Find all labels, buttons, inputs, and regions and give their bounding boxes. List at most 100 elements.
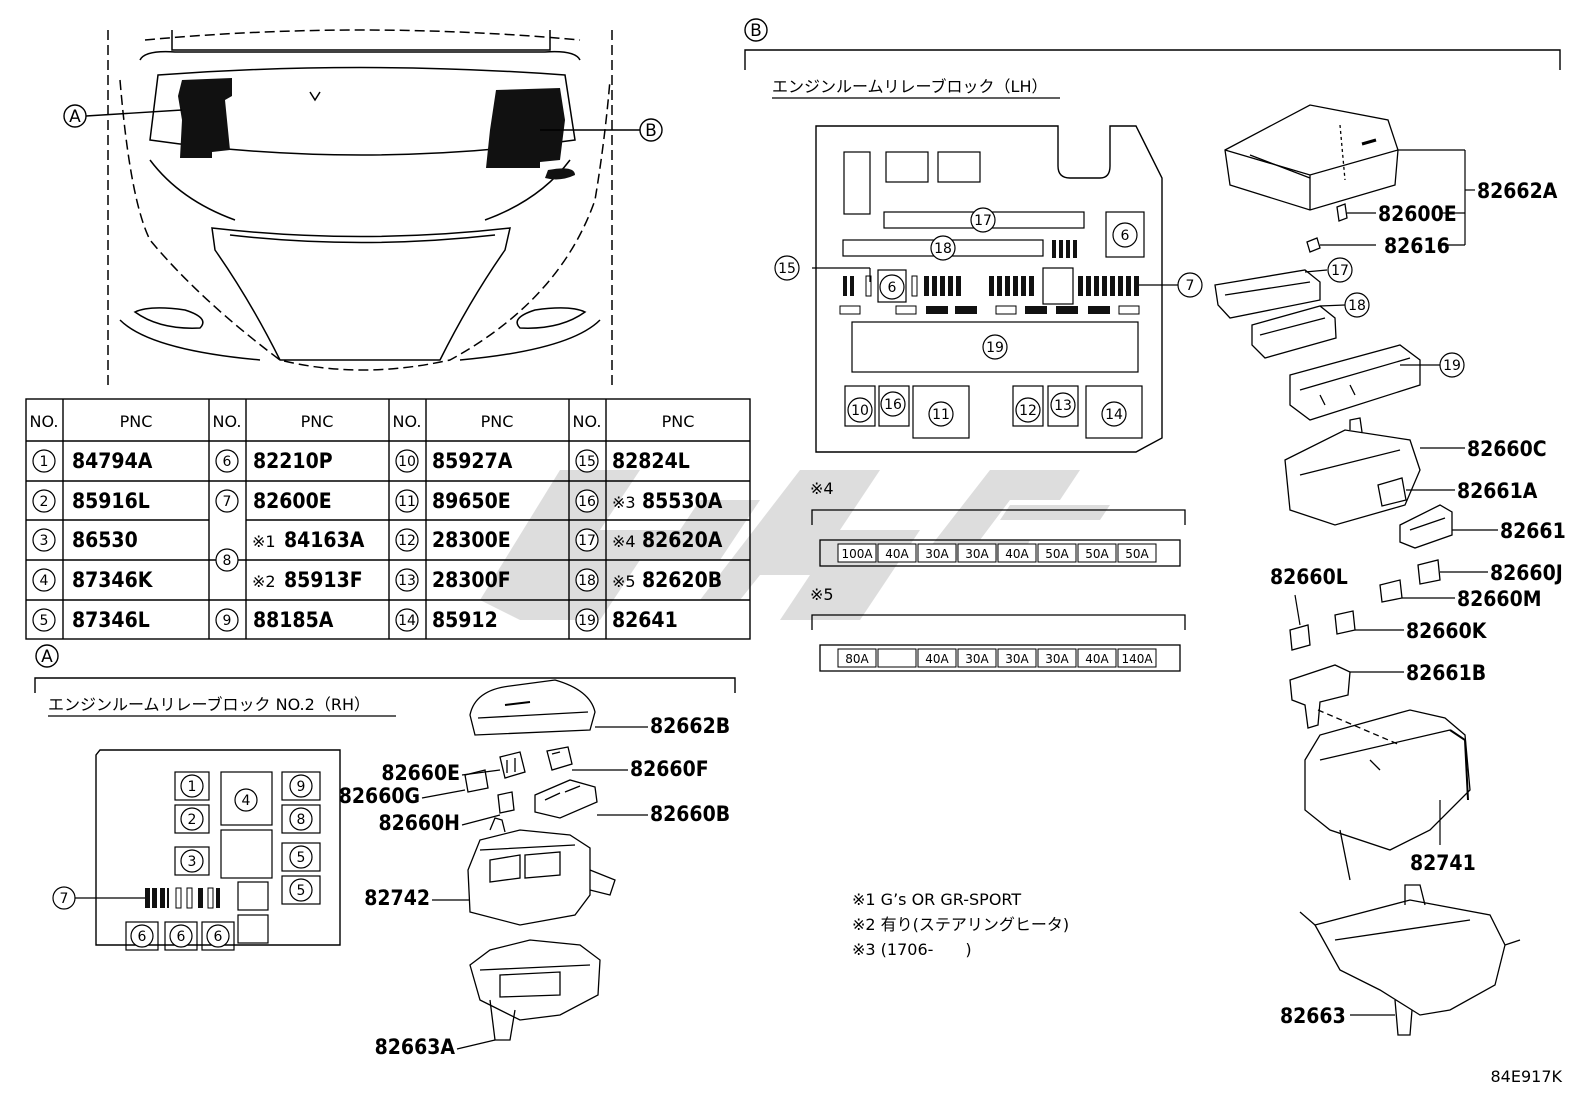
- section-a: A エンジンルームリレーブロック NO.2（RH）: [34, 644, 736, 951]
- fuse-rating: 100A: [841, 547, 873, 561]
- header-no-4: NO.: [573, 412, 602, 431]
- row-pnc: 86530: [72, 528, 138, 552]
- row-number-circle: 3: [32, 528, 56, 552]
- fuse-82600e: [1336, 203, 1348, 222]
- part-label-82660J: 82660J: [1490, 561, 1563, 585]
- fuse-82616: [1306, 237, 1321, 253]
- part-label-82616: 82616: [1384, 234, 1450, 258]
- svg-text:11: 11: [932, 407, 950, 423]
- part-label-82660L: 82660L: [1270, 565, 1348, 589]
- row-pnc: 85916L: [72, 489, 150, 513]
- section-b: B エンジンルームリレーブロック（LH）: [744, 18, 1561, 959]
- svg-text:19: 19: [1443, 358, 1461, 374]
- svg-text:17: 17: [974, 213, 992, 229]
- part-label-82660M: 82660M: [1457, 587, 1542, 611]
- part-label-82662A: 82662A: [1477, 179, 1558, 203]
- part-label-82660B: 82660B: [650, 802, 730, 826]
- section-a-callout: A: [41, 647, 53, 667]
- fuse-slot: [957, 543, 997, 563]
- fuse-block-17: [1214, 269, 1321, 319]
- row-number-circle: 2: [32, 489, 56, 513]
- relay-block-b-silhouette: [486, 88, 575, 180]
- note-3: ※3 (1706- ): [852, 940, 972, 959]
- svg-text:13: 13: [398, 573, 416, 589]
- row-number-circle: 5: [32, 608, 56, 632]
- fuse-rating: 80A: [845, 652, 869, 666]
- fuse-rating: 40A: [1085, 652, 1109, 666]
- relay-82661: [1399, 504, 1453, 549]
- row-note: ※2: [252, 572, 276, 591]
- row-number-circle: 10: [395, 449, 419, 473]
- svg-text:4: 4: [242, 793, 251, 809]
- block-b-position-n14: 14: [1101, 401, 1127, 427]
- svg-text:6: 6: [223, 454, 232, 470]
- fuse-slot: [1037, 648, 1077, 668]
- row-number-circle: 18: [575, 568, 599, 592]
- row-pnc: 87346L: [72, 608, 150, 632]
- fuse-strip-a: [145, 887, 220, 909]
- part-label-82663: 82663: [1280, 1004, 1346, 1028]
- watermark-logo: [480, 470, 1110, 620]
- svg-text:13: 13: [1054, 398, 1072, 414]
- pnc-table-headers: NO. PNC NO. PNC NO. PNC NO. PNC: [30, 412, 695, 431]
- svg-text:11: 11: [398, 494, 416, 510]
- part-callout-19: 19: [1439, 352, 1465, 378]
- cover-82662a: [1224, 104, 1399, 211]
- svg-text:15: 15: [578, 454, 596, 470]
- block-82660c: [1284, 417, 1421, 526]
- box-82742: [467, 829, 591, 926]
- block-b-position-n6b: 6: [879, 274, 905, 300]
- section-b-part-labels: 17181982662A82600E8261682660C82661A82661…: [1270, 149, 1566, 1028]
- block-a-position-n8: 8: [289, 807, 313, 831]
- svg-text:6: 6: [138, 929, 147, 945]
- svg-text:19: 19: [986, 340, 1004, 356]
- svg-text:16: 16: [884, 397, 902, 413]
- section-a-parts: [464, 679, 616, 1041]
- header-pnc-1: PNC: [120, 412, 153, 431]
- fuse-rating: 140A: [1121, 652, 1153, 666]
- relay-82661a: [1377, 477, 1407, 507]
- fuse-rating: 50A: [1125, 547, 1149, 561]
- svg-text:14: 14: [398, 613, 416, 629]
- row-pnc: 87346K: [72, 568, 154, 592]
- block-a-position-n6c: 6: [206, 924, 230, 948]
- relay-block-19: [1289, 344, 1421, 421]
- relay-82660m: [1379, 579, 1403, 603]
- svg-text:※4: ※4: [810, 479, 834, 498]
- row-note: ※4: [612, 532, 636, 551]
- svg-text:12: 12: [398, 533, 416, 549]
- fuse-slot: [837, 648, 877, 668]
- fuse-strip-b: [839, 240, 1140, 315]
- row-pnc: 85927A: [432, 449, 513, 473]
- header-no-3: NO.: [393, 412, 422, 431]
- block-b-position-n13: 13: [1050, 392, 1076, 418]
- fuse-rating: 50A: [1045, 547, 1069, 561]
- svg-text:18: 18: [934, 241, 952, 257]
- block-b-position-n18: 18: [930, 235, 956, 261]
- part-label-82663A: 82663A: [375, 1035, 456, 1059]
- svg-text:6: 6: [177, 929, 186, 945]
- fuse-slot: [917, 648, 957, 668]
- svg-text:10: 10: [398, 454, 416, 470]
- part-label-82661B: 82661B: [1406, 661, 1486, 685]
- svg-text:12: 12: [1019, 403, 1037, 419]
- note-2: ※2 有り(ステアリングヒータ): [852, 915, 1069, 934]
- block-b-position-n7: 7: [1177, 272, 1203, 298]
- row-pnc: 82824L: [612, 449, 690, 473]
- relay-82660j: [1417, 559, 1441, 585]
- block-a-position-n3: 3: [180, 849, 204, 873]
- fuse-slot: [997, 648, 1037, 668]
- svg-text:3: 3: [188, 854, 197, 870]
- block-a-position-n4: 4: [234, 788, 258, 812]
- fuse-rating: 40A: [1005, 547, 1029, 561]
- fuse-rating: 30A: [965, 652, 989, 666]
- relay-82660f: [546, 746, 573, 771]
- svg-text:5: 5: [40, 613, 49, 629]
- fuse-slot: [957, 648, 997, 668]
- note-1: ※1 G’s OR GR-SPORT: [852, 890, 1021, 909]
- part-label-82660F: 82660F: [630, 757, 709, 781]
- row-number-circle: 11: [395, 489, 419, 513]
